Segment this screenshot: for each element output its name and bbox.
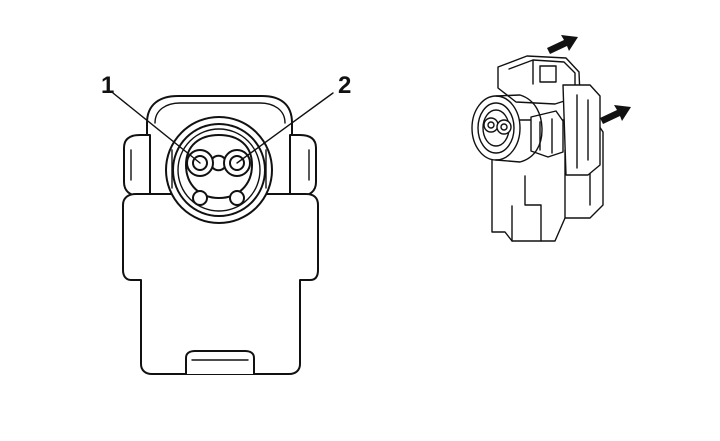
arrow-lower-right-icon [600, 105, 631, 124]
arrow-icons [547, 35, 631, 124]
arrow-upper-right-icon [547, 35, 578, 54]
callout-label-2: 2 [338, 72, 351, 99]
leader-line-1 [112, 92, 201, 164]
callout-label-1: 1 [101, 72, 114, 99]
connector-isometric-view [471, 55, 604, 242]
leader-line-2 [236, 92, 334, 164]
connector-front-view [122, 95, 319, 375]
callout-leaders [112, 92, 334, 164]
